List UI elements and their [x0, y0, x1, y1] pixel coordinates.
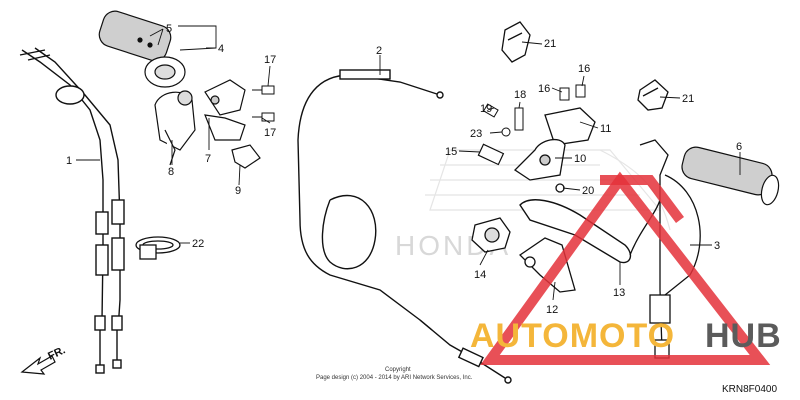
- callout-14: 14: [474, 269, 486, 281]
- clutch-lever: [519, 199, 632, 264]
- cable-clip-21-lower: [637, 79, 669, 111]
- callout-13: 13: [613, 287, 625, 299]
- bolt-17-upper: [252, 85, 275, 95]
- cable-clip-21-upper: [501, 21, 531, 63]
- callout-9: 9: [235, 185, 241, 197]
- callout-20: 20: [582, 185, 594, 197]
- throttle-cables: [19, 47, 125, 374]
- bolt-17-lower: [252, 112, 275, 122]
- throttle-grip: [98, 10, 186, 88]
- right-grip: [681, 146, 780, 206]
- switch-14: [471, 217, 511, 253]
- callout-22: 22: [192, 238, 204, 250]
- callout-16b: 16: [578, 63, 590, 75]
- throttle-clamp: [204, 79, 246, 141]
- callout-12: 12: [546, 304, 558, 316]
- callout-7: 7: [205, 153, 211, 165]
- callout-10: 10: [574, 153, 586, 165]
- cable-guide: [231, 144, 261, 169]
- callout-3: 3: [714, 240, 720, 252]
- diagram-code: KRN8F0400: [722, 384, 777, 395]
- callout-18: 18: [514, 89, 526, 101]
- copyright-line-2: Page design (c) 2004 - 2014 by ARI Netwo…: [316, 375, 473, 381]
- clutch-cable: [297, 69, 512, 384]
- switch-harness: [629, 139, 701, 359]
- callout-4: 4: [218, 43, 224, 55]
- lever-holder: [513, 107, 596, 193]
- callout-1: 1: [66, 155, 72, 167]
- callout-17a: 17: [264, 54, 276, 66]
- callout-16a: 16: [538, 83, 550, 95]
- watermark-text-left: AUTOMOTO: [470, 317, 675, 355]
- callout-8: 8: [168, 166, 174, 178]
- callout-17b: 17: [264, 127, 276, 139]
- callout-11: 11: [600, 123, 611, 135]
- callout-2: 2: [376, 45, 382, 57]
- front-label: FR.: [46, 344, 67, 362]
- watermark-text-right: HUB: [705, 317, 782, 355]
- callout-5: 5: [166, 23, 172, 35]
- callout-21b: 21: [682, 93, 694, 105]
- hot-start-lever-12: [518, 237, 576, 293]
- lever-bracket-bolts: [482, 84, 586, 137]
- callout-15: 15: [445, 146, 457, 158]
- watermark-triangle: [480, 171, 771, 365]
- callout-21a: 21: [544, 38, 556, 50]
- callout-numbers: 1 2 3 4 5 6 7 8 9 10 11 12 13 14 15 16 1…: [66, 23, 742, 316]
- throttle-housing: [154, 90, 196, 166]
- copyright-line-1: Copyright: [385, 367, 411, 373]
- callout-23: 23: [470, 128, 482, 140]
- adjuster-15: [477, 143, 505, 166]
- cable-band: [135, 236, 181, 260]
- front-direction-arrow: [20, 355, 56, 375]
- callout-19: 19: [480, 103, 492, 115]
- callout-leaders: [76, 25, 741, 301]
- callout-6: 6: [736, 141, 742, 153]
